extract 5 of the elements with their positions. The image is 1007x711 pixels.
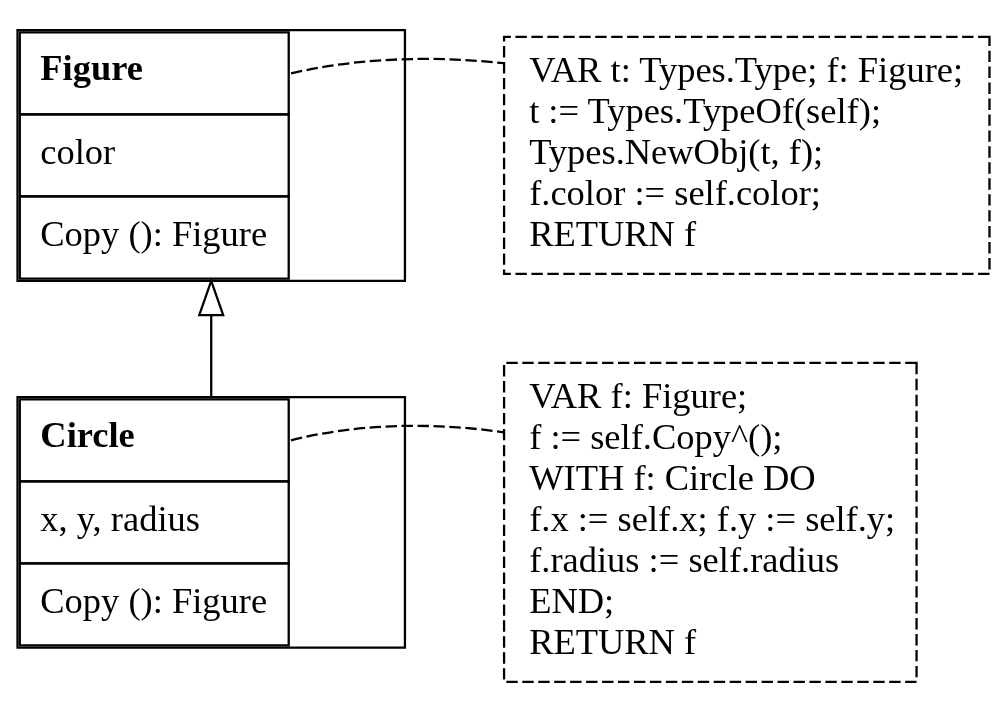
connector [290, 424, 504, 441]
connector [290, 57, 504, 75]
node-box: VAR f: Figure; f := self.Copy^(); WITH f: Circle DO f.x := self.x; f.y := self.y; f.radius := self.radius END; RETURN f [502, 361, 918, 683]
node-box: VAR t: Types.Type; f: Figure; t := Types.TypeOf(self); Types.NewObj(t, f); f.color := self.color; RETURN f [502, 35, 991, 275]
arrow [197, 276, 225, 396]
